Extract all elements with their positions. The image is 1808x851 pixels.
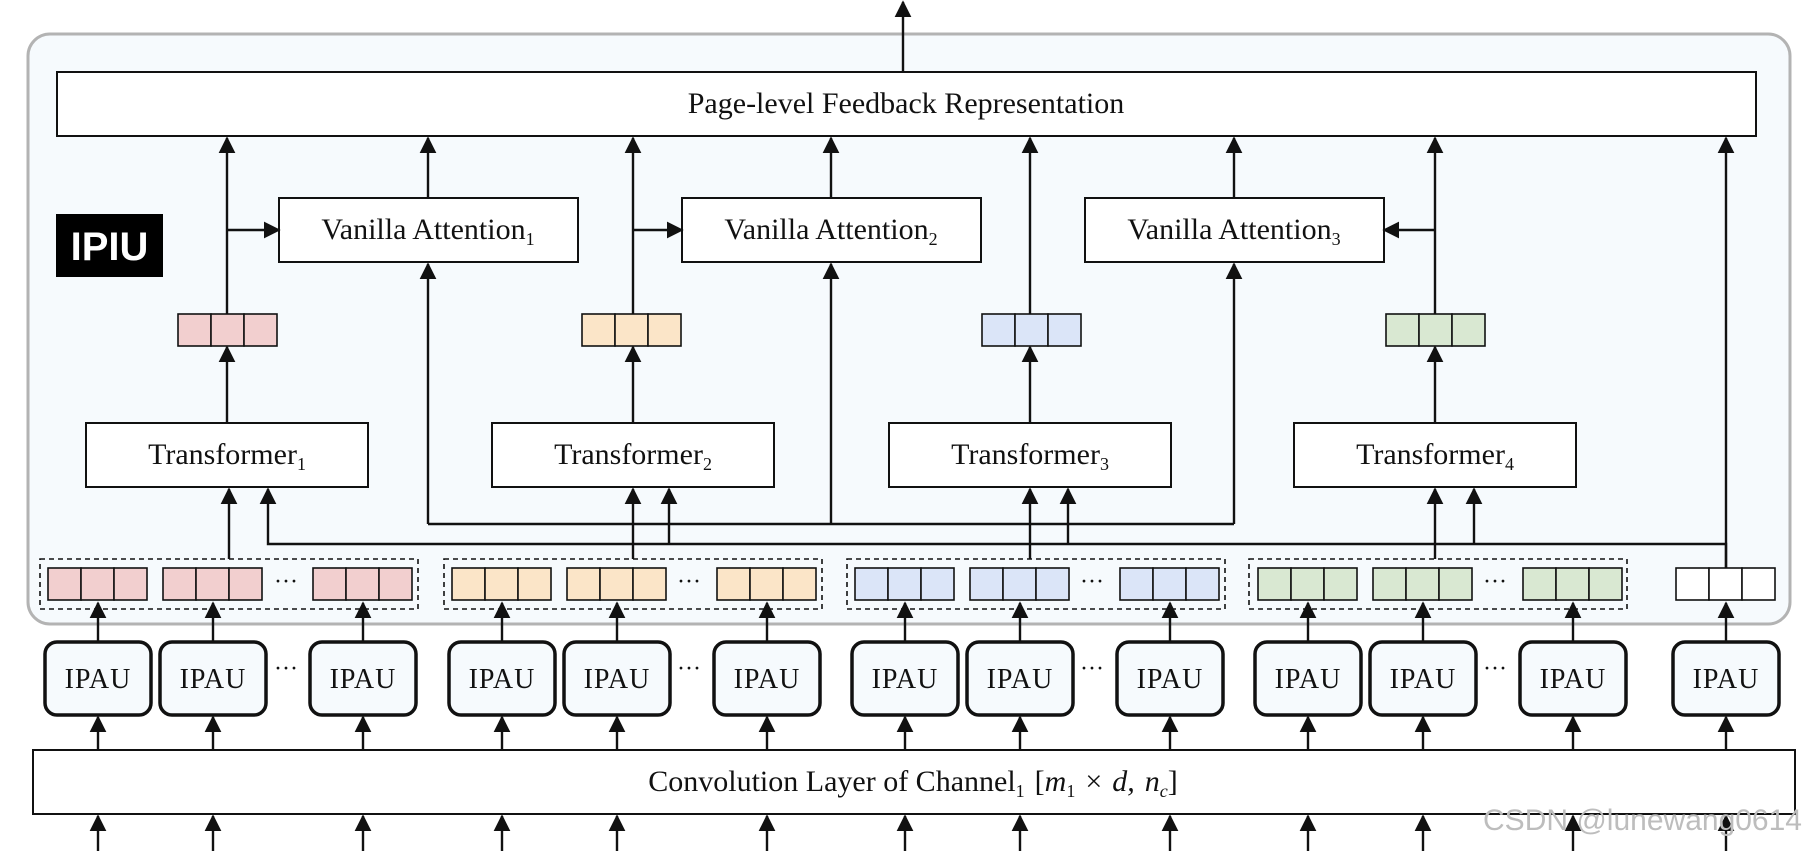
ipau-block: IPAU [1518, 640, 1628, 717]
conv-d: d, [1112, 765, 1135, 798]
ipau-block: IPAU [1253, 640, 1363, 717]
ipau-label: IPAU [1275, 664, 1342, 695]
svg-text:Transformer2: Transformer2 [554, 438, 712, 474]
transformer-3-label: Transformer [951, 438, 1100, 471]
ipau-label: IPAU [1390, 664, 1457, 695]
conv-m: m [1045, 765, 1067, 798]
transformer-4-output-vector [1385, 313, 1486, 347]
ipau-label: IPAU [987, 664, 1054, 695]
vanilla-attention-3-label: Vanilla Attention [1127, 213, 1331, 246]
conv-n-sub: c [1160, 781, 1168, 801]
embedding-group-4-item-1 [1257, 567, 1358, 601]
ipau-label: IPAU [1137, 664, 1204, 695]
ipau-label: IPAU [65, 664, 132, 695]
embedding-group-3-item-2 [969, 567, 1070, 601]
transformer-3-output-vector [981, 313, 1082, 347]
convolution-layer-box [32, 749, 1796, 815]
vanilla-attention-1-sub: 1 [526, 229, 535, 249]
vanilla-attention-2: Vanilla Attention2 [681, 197, 982, 263]
svg-text:Vanilla Attention3: Vanilla Attention3 [1127, 213, 1340, 249]
group-outline-4 [1248, 558, 1628, 610]
group-3-ellipsis: ··· [1080, 569, 1104, 595]
conv-times: × [1085, 765, 1102, 798]
ipau-block: IPAU [158, 640, 268, 717]
ipiu-tag-label: IPIU [71, 225, 149, 269]
vanilla-attention-2-sub: 2 [929, 229, 938, 249]
ipau-group-1-ellipsis: ··· [274, 656, 298, 682]
group-2-ellipsis: ··· [677, 569, 701, 595]
ipau-label: IPAU [734, 664, 801, 695]
embedding-group-2-item-3 [716, 567, 817, 601]
ipau-block: IPAU [308, 640, 418, 717]
ipau-label: IPAU [180, 664, 247, 695]
embedding-group-4-item-3 [1522, 567, 1623, 601]
conv-open: [ [1035, 765, 1045, 798]
ipau-group-2-ellipsis: ··· [677, 656, 701, 682]
embedding-group-3-item-1 [854, 567, 955, 601]
ipau-label: IPAU [584, 664, 651, 695]
ipau-block: IPAU [1368, 640, 1478, 717]
transformer-2-sub: 2 [703, 454, 712, 474]
transformer-1-sub: 1 [297, 454, 306, 474]
ipau-label: IPAU [872, 664, 939, 695]
vanilla-attention-2-label: Vanilla Attention [724, 213, 928, 246]
svg-text:Convolution Layer of Channel1[: Convolution Layer of Channel1[m1×d,nc] [648, 765, 1178, 801]
transformer-2-output-vector [581, 313, 682, 347]
page-level-feedback-label: Page-level Feedback Representation [688, 87, 1125, 120]
transformer-1-output-vector [177, 313, 278, 347]
embedding-group-2-item-2 [566, 567, 667, 601]
transformer-4: Transformer4 [1293, 422, 1577, 488]
ipau-label: IPAU [1540, 664, 1607, 695]
transformer-2: Transformer2 [491, 422, 775, 488]
svg-text:Transformer4: Transformer4 [1356, 438, 1514, 474]
svg-text:Vanilla Attention1: Vanilla Attention1 [321, 213, 534, 249]
vanilla-attention-3-sub: 3 [1332, 229, 1341, 249]
ipau-label: IPAU [1693, 664, 1760, 695]
conv-m-sub: 1 [1066, 781, 1075, 801]
transformer-4-label: Transformer [1356, 438, 1505, 471]
embedding-group-1-item-1 [47, 567, 148, 601]
group-4-ellipsis: ··· [1483, 569, 1507, 595]
ipau-block: IPAU [850, 640, 960, 717]
svg-text:Transformer1: Transformer1 [148, 438, 306, 474]
vanilla-attention-1: Vanilla Attention1 [278, 197, 579, 263]
svg-text:Vanilla Attention2: Vanilla Attention2 [724, 213, 937, 249]
ipau-label: IPAU [469, 664, 536, 695]
embedding-group-1-item-3 [312, 567, 413, 601]
ipau-group-3-ellipsis: ··· [1080, 656, 1104, 682]
transformer-1: Transformer1 [85, 422, 369, 488]
ipau-label: IPAU [330, 664, 397, 695]
conv-n: n [1145, 765, 1160, 798]
svg-text:Transformer3: Transformer3 [951, 438, 1109, 474]
embedding-group-3-item-3 [1119, 567, 1220, 601]
ipau-block: IPAU [712, 640, 822, 717]
ipau-group-4-ellipsis: ··· [1483, 656, 1507, 682]
page-level-feedback-box [56, 71, 1757, 137]
ipau-block: IPAU [1671, 640, 1781, 717]
ipau-block: IPAU [965, 640, 1075, 717]
transformer-3-sub: 3 [1100, 454, 1109, 474]
vanilla-attention-3: Vanilla Attention3 [1084, 197, 1385, 263]
watermark: CSDN @lunewang0614 [1483, 804, 1802, 837]
conv-prefix: Convolution Layer of Channel [648, 765, 1015, 798]
embedding-group-1-item-2 [162, 567, 263, 601]
ipiu-tag [56, 214, 163, 277]
conv-sub: 1 [1016, 781, 1025, 801]
embedding-standalone [1675, 567, 1776, 601]
transformer-4-sub: 4 [1505, 454, 1514, 474]
transformer-1-label: Transformer [148, 438, 297, 471]
embedding-group-4-item-2 [1372, 567, 1473, 601]
embedding-group-2-item-1 [451, 567, 552, 601]
ipau-block: IPAU [43, 640, 153, 717]
group-1-ellipsis: ··· [274, 569, 298, 595]
ipau-block: IPAU [1115, 640, 1225, 717]
ipau-block: IPAU [562, 640, 672, 717]
conv-close: ] [1168, 765, 1178, 798]
ipau-block: IPAU [447, 640, 557, 717]
transformer-2-label: Transformer [554, 438, 703, 471]
group-outline-3 [846, 558, 1226, 610]
vanilla-attention-1-label: Vanilla Attention [321, 213, 525, 246]
transformer-3: Transformer3 [888, 422, 1172, 488]
